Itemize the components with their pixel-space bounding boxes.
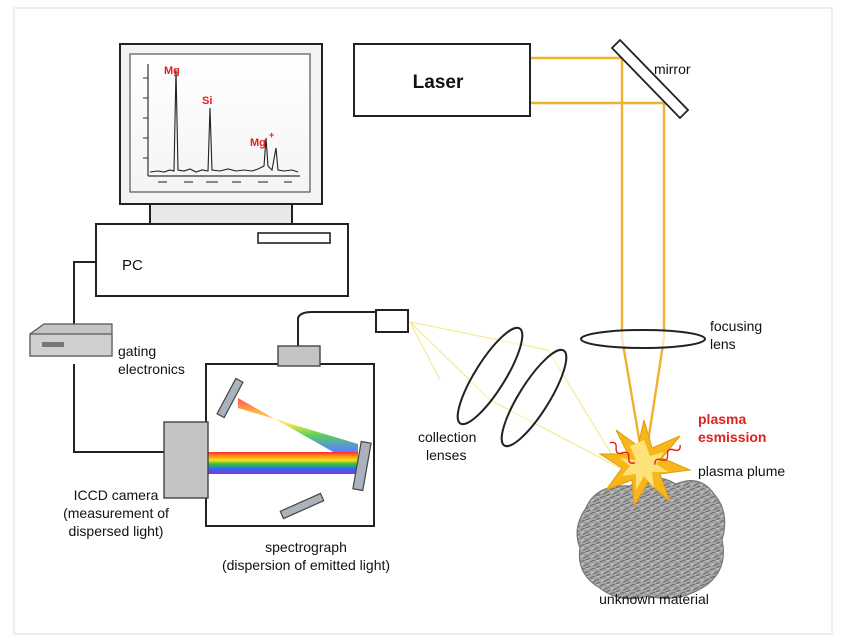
focusing-label-1: focusing xyxy=(710,318,762,334)
collection-label-2: lenses xyxy=(426,447,466,463)
unknown-material-rock xyxy=(576,476,726,600)
iccd-label-1: ICCD camera xyxy=(74,487,159,503)
dispersed-light-fan xyxy=(238,398,358,466)
peak-label-2: Si xyxy=(202,95,212,107)
fiber-collector xyxy=(375,309,409,333)
collection-label-1: collection xyxy=(418,429,476,445)
spectrograph-label-1: spectrograph xyxy=(265,539,347,555)
spectrum-y-ticks xyxy=(143,77,148,159)
iccd-camera xyxy=(163,421,209,499)
focusing-mirror xyxy=(279,492,325,520)
laser-box: Laser xyxy=(353,43,531,117)
laser-label: Laser xyxy=(413,72,464,93)
focusing-lens xyxy=(580,329,706,349)
laser-beam xyxy=(530,56,666,469)
peak-label-3: Mg xyxy=(250,137,266,149)
plasma-emission-label-1: plasma xyxy=(698,411,746,427)
plasma-plume-label: plasma plume xyxy=(698,463,785,479)
gating-display xyxy=(42,342,64,347)
frame-border xyxy=(13,7,833,635)
emission-wave-left xyxy=(609,441,636,464)
spectrograph-input-port xyxy=(277,345,321,367)
diffraction-grating xyxy=(352,440,372,492)
monitor-stand xyxy=(149,203,293,225)
collection-lenses xyxy=(456,326,568,448)
peak-label-3-superscript: + xyxy=(269,130,274,140)
iccd-label-3: dispersed light) xyxy=(69,523,164,539)
plasma-emission-label-2: esmission xyxy=(698,429,766,445)
monitor xyxy=(119,43,323,225)
gating-label-2: electronics xyxy=(118,361,185,377)
mirror xyxy=(610,38,690,120)
monitor-screen xyxy=(129,53,311,193)
gating-label-1: gating xyxy=(118,343,156,359)
dispersed-spectrum-band xyxy=(208,452,358,474)
plasma-core xyxy=(620,440,668,490)
pc-label: PC xyxy=(122,257,143,274)
pc-drive-slot xyxy=(257,232,331,244)
spectrum-x-ticks xyxy=(158,181,292,183)
unknown-material-label: unknown material xyxy=(599,591,709,607)
pc-case xyxy=(95,223,349,297)
spectrum-plot: Mg Si Mg + xyxy=(143,64,300,183)
emission-wave-right xyxy=(654,444,681,465)
iccd-label-2: (measurement of xyxy=(63,505,169,521)
gating-electronics-box xyxy=(29,323,113,357)
peak-label-1: Mg xyxy=(164,65,180,77)
spectrum-trace xyxy=(149,69,299,173)
mirror-label: mirror xyxy=(654,61,691,77)
spectrograph-label-2: (dispersion of emitted light) xyxy=(222,557,390,573)
focusing-label-2: lens xyxy=(710,336,736,352)
optical-fiber xyxy=(297,311,376,346)
collimating-mirror xyxy=(216,377,244,419)
cables xyxy=(73,261,164,453)
